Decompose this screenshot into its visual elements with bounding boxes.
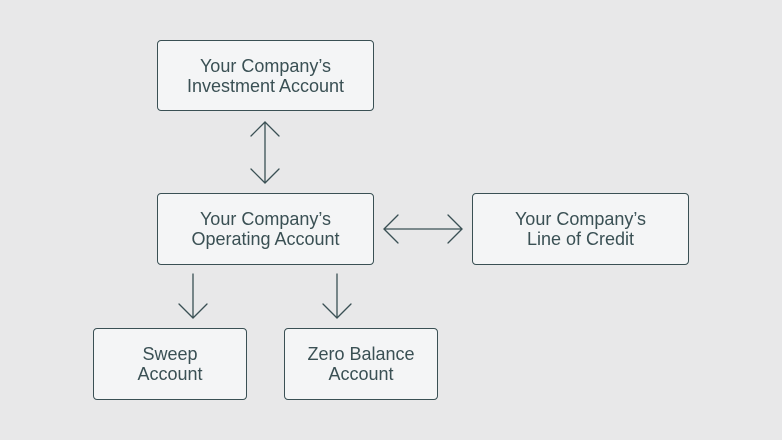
zero-balance-account-node: Zero Balance Account [284,328,438,400]
arrow-operating-zero [322,273,352,319]
sweep-account-line2: Account [137,364,203,384]
operating-account-node: Your Company’s Operating Account [157,193,374,265]
operating-account-line2: Operating Account [191,229,340,249]
arrow-investment-operating [250,121,280,184]
investment-account-line2: Investment Account [186,75,345,96]
operating-account-line1: Your Company’s [199,209,332,229]
investment-account-node: Your Company’s Investment Account [157,40,374,111]
line-of-credit-line1: Your Company’s [514,209,647,229]
arrow-operating-sweep [178,273,208,319]
zero-balance-account-line2: Account [328,364,394,384]
line-of-credit-node: Your Company’s Line of Credit [472,193,689,265]
sweep-account-line1: Sweep [142,344,198,364]
line-of-credit-line2: Line of Credit [526,229,635,249]
zero-balance-account-line1: Zero Balance [307,344,415,364]
arrow-operating-credit [383,214,463,244]
investment-account-line1: Your Company’s [199,55,332,76]
sweep-account-node: Sweep Account [93,328,247,400]
